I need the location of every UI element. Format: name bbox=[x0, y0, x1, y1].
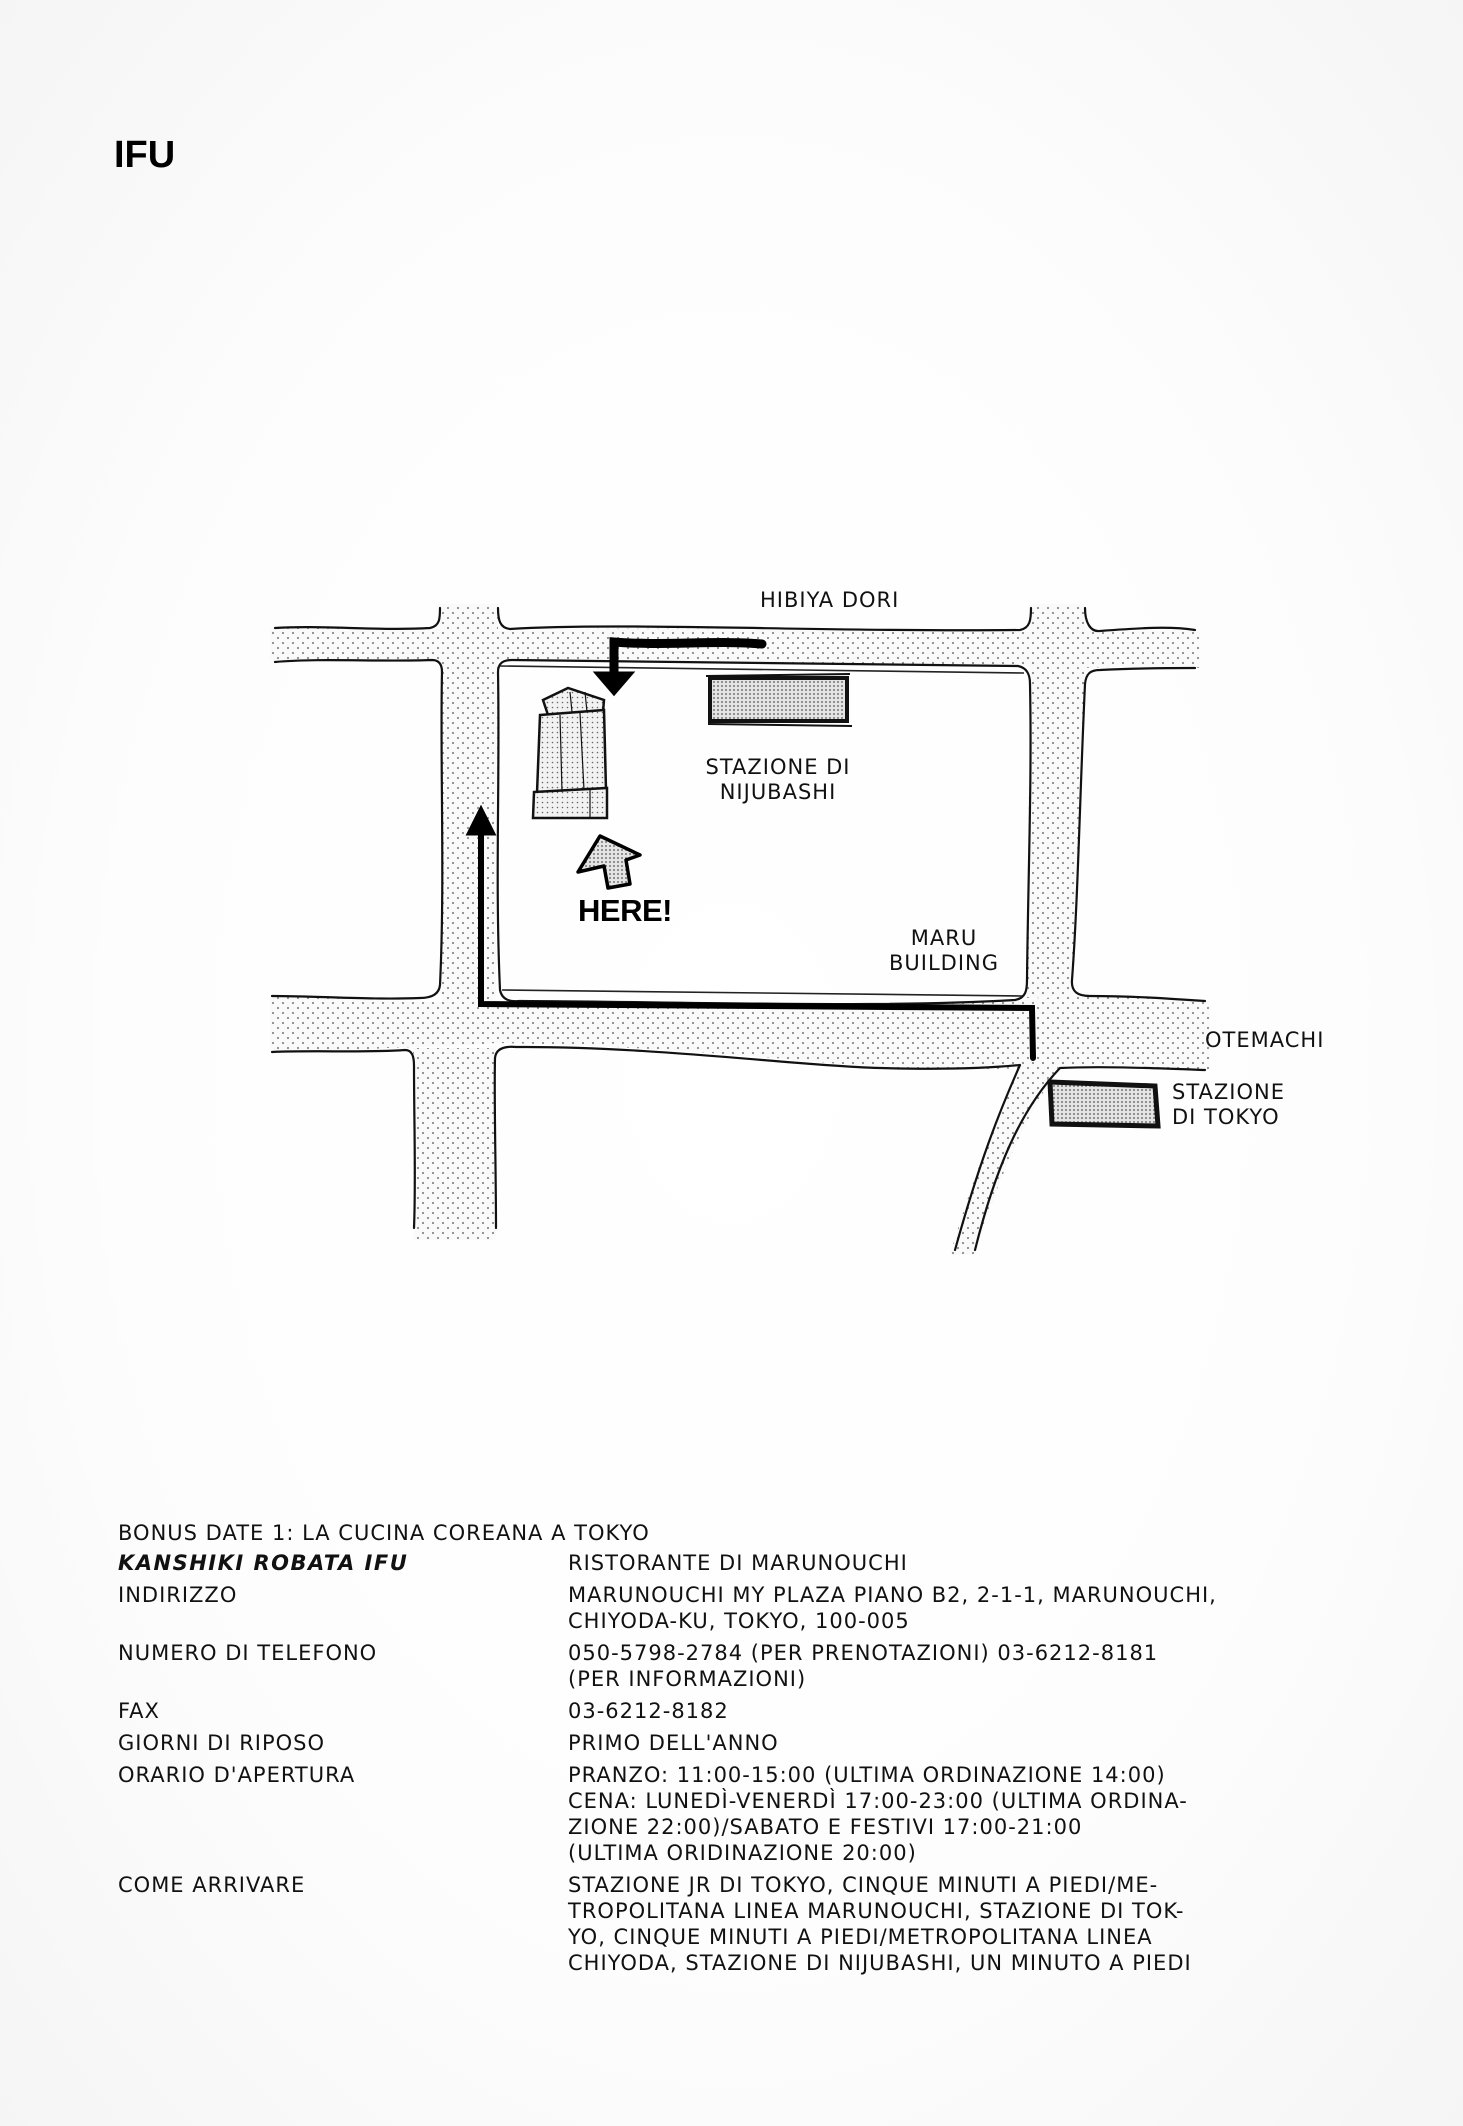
page-title: IFU bbox=[114, 134, 176, 176]
value-phone: 050-5798-2784 (per prenotazioni) 03-6212… bbox=[568, 1640, 1358, 1692]
maru-building-label: Maru Building bbox=[880, 926, 1008, 976]
station-label-nijubashi-line2: Nijubashi bbox=[719, 780, 837, 804]
map-drawing bbox=[270, 604, 1210, 1255]
station-label-nijubashi: Stazione di Nijubashi bbox=[703, 755, 853, 805]
info-row-closed-days: Giorni di riposo Primo dell'anno bbox=[118, 1730, 1358, 1756]
value-directions: Stazione JR di Tokyo, cinque minuti a pi… bbox=[568, 1872, 1358, 1976]
value-line: Primo dell'anno bbox=[568, 1731, 779, 1755]
station-label-tokyo: Stazione di Tokyo bbox=[1172, 1080, 1285, 1130]
value-line: Pranzo: 11:00-15:00 (ultima ordinazione … bbox=[568, 1763, 1166, 1787]
value-line: Chiyoda-ku, Tokyo, 100-005 bbox=[568, 1609, 910, 1633]
label-directions: Come arrivare bbox=[118, 1873, 306, 1897]
value-line: Marunouchi My Plaza piano B2, 2-1-1, Mar… bbox=[568, 1583, 1217, 1607]
label-opening-hours: Orario d'apertura bbox=[118, 1763, 356, 1787]
hand-drawn-map: Hibiya Dori Stazione di Nijubashi HERE! … bbox=[270, 588, 1325, 1255]
value-line: Chiyoda, stazione di Nijubashi, un minut… bbox=[568, 1951, 1192, 1975]
value-line: Stazione JR di Tokyo, cinque minuti a pi… bbox=[568, 1873, 1159, 1897]
value-line: (ultima oridinazione 20:00) bbox=[568, 1841, 917, 1865]
skyscraper-icon bbox=[531, 686, 609, 820]
restaurant-description: Ristorante di Marunouchi bbox=[568, 1550, 1358, 1576]
value-opening-hours: Pranzo: 11:00-15:00 (ultima ordinazione … bbox=[568, 1762, 1358, 1866]
info-row-phone: Numero di telefono 050-5798-2784 (per pr… bbox=[118, 1640, 1358, 1692]
value-line: 050-5798-2784 (per prenotazioni) 03-6212… bbox=[568, 1641, 1159, 1665]
value-line: yo, cinque minuti a piedi/metropolitana … bbox=[568, 1925, 1153, 1949]
here-label: HERE! bbox=[578, 893, 672, 928]
info-row-directions: Come arrivare Stazione JR di Tokyo, cinq… bbox=[118, 1872, 1358, 1976]
label-phone: Numero di telefono bbox=[118, 1641, 378, 1665]
road-outlines bbox=[270, 606, 1207, 1252]
maru-building-label-line1: Maru bbox=[910, 926, 978, 950]
info-row-restaurant: Kanshiki Robata IFU Ristorante di Maruno… bbox=[118, 1550, 1358, 1576]
value-line: zione 22:00)/sabato e festivi 17:00-21:0… bbox=[568, 1815, 1083, 1839]
value-fax: 03-6212-8182 bbox=[568, 1698, 1358, 1724]
value-line: Cena: lunedì-venerdì 17:00-23:00 (ultima… bbox=[568, 1789, 1188, 1813]
restaurant-info: Bonus date 1: la cucina coreana a Tokyo … bbox=[118, 1520, 1358, 1982]
value-line: (per informazioni) bbox=[568, 1667, 807, 1691]
label-address: Indirizzo bbox=[118, 1583, 238, 1607]
value-closed-days: Primo dell'anno bbox=[568, 1730, 1358, 1756]
arrow-up-left-icon bbox=[576, 834, 642, 890]
label-fax: Fax bbox=[118, 1699, 160, 1723]
value-line: 03-6212-8182 bbox=[568, 1699, 729, 1723]
station-label-tokyo-line2: di Tokyo bbox=[1172, 1105, 1280, 1129]
tokyo-station-icon bbox=[1047, 1079, 1161, 1129]
maru-building-label-line2: Building bbox=[888, 951, 1000, 975]
area-label-otemachi: Otemachi bbox=[1205, 1028, 1325, 1052]
value-line: tropolitana linea Marunouchi, stazione d… bbox=[568, 1899, 1185, 1923]
value-line: Ristorante di Marunouchi bbox=[568, 1551, 908, 1575]
info-row-address: Indirizzo Marunouchi My Plaza piano B2, … bbox=[118, 1582, 1358, 1634]
route-path bbox=[465, 637, 1036, 1061]
station-label-nijubashi-line1: Stazione di bbox=[705, 755, 851, 779]
info-row-fax: Fax 03-6212-8182 bbox=[118, 1698, 1358, 1724]
info-row-opening-hours: Orario d'apertura Pranzo: 11:00-15:00 (u… bbox=[118, 1762, 1358, 1866]
nijubashi-station-icon bbox=[705, 673, 853, 727]
street-label-hibiya-dori: Hibiya Dori bbox=[760, 588, 900, 612]
info-heading: Bonus date 1: la cucina coreana a Tokyo bbox=[118, 1521, 650, 1545]
roads bbox=[270, 604, 1210, 1255]
restaurant-name: Kanshiki Robata IFU bbox=[118, 1551, 409, 1575]
label-closed-days: Giorni di riposo bbox=[118, 1731, 326, 1755]
value-address: Marunouchi My Plaza piano B2, 2-1-1, Mar… bbox=[568, 1582, 1358, 1634]
station-label-tokyo-line1: Stazione bbox=[1172, 1080, 1285, 1104]
